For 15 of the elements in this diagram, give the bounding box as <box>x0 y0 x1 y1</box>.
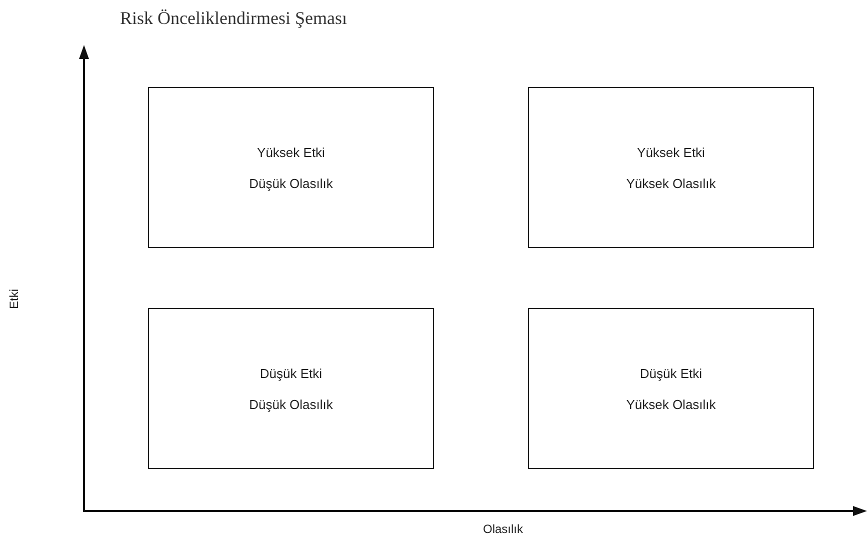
quadrant-box <box>528 87 814 248</box>
quadrant-text: Yüksek Etki <box>257 144 325 160</box>
axis-label: Olasılık <box>483 522 524 536</box>
chart-title: Risk Önceliklendirmesi Şeması <box>120 8 347 29</box>
quadrant-box <box>148 87 434 248</box>
quadrant-text: Düşük Etki <box>640 366 702 380</box>
quadrant-box <box>148 308 434 469</box>
quadrant-text: Yüksek Olasılık <box>626 396 716 412</box>
quadrant-text: Düşük Olasılık <box>249 396 333 412</box>
quadrant-text: Yüksek Olasılık <box>626 176 716 190</box>
axis-label: Etki <box>7 289 21 309</box>
quadrant-box <box>528 308 814 469</box>
quadrant-text: Düşük Etki <box>260 366 322 380</box>
quadrant-text: Yüksek Etki <box>637 144 705 160</box>
quadrant-text: Düşük Olasılık <box>249 176 333 190</box>
